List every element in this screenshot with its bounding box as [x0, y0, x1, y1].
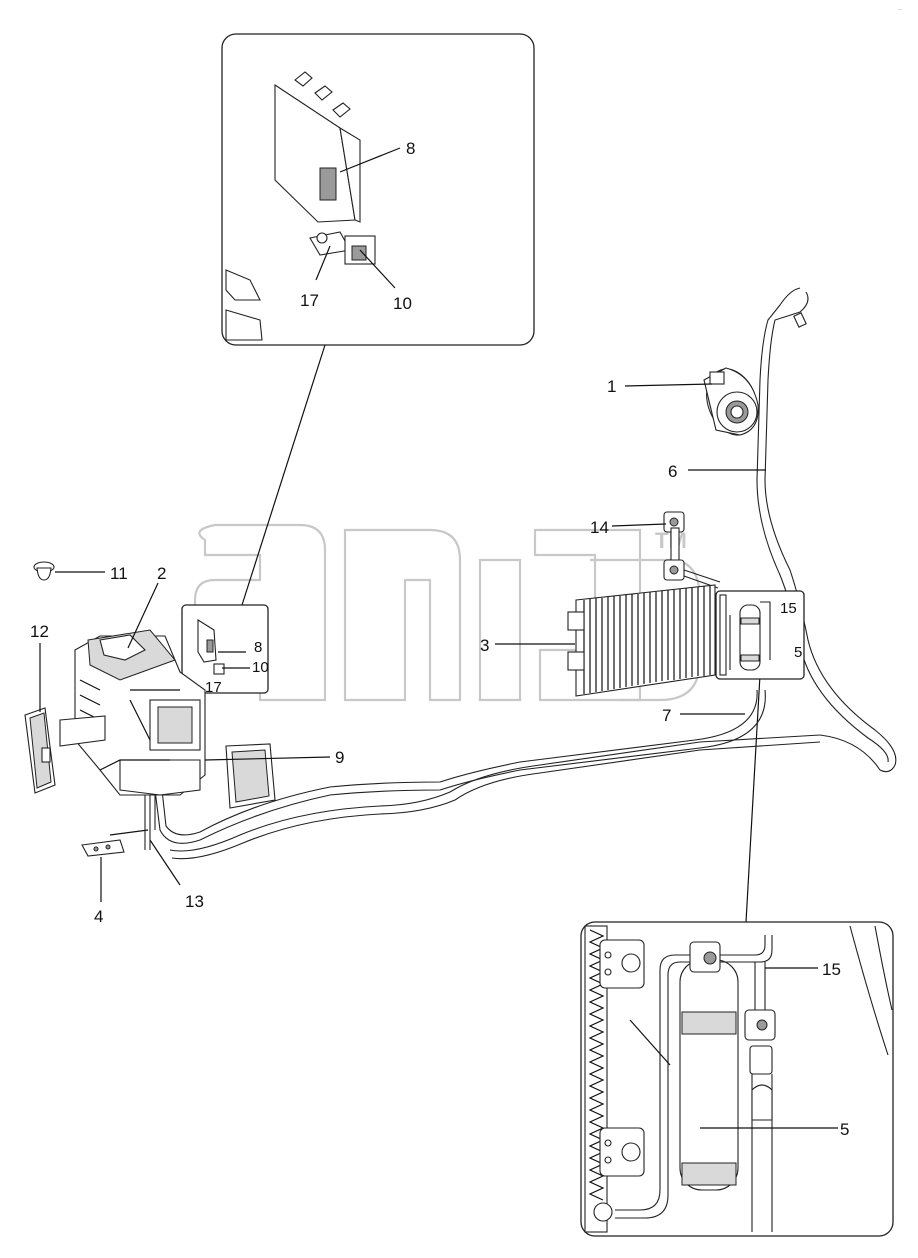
label-15: 15: [822, 960, 841, 979]
label-4: 4: [94, 907, 103, 926]
module-inset-small: 8 10 17: [181, 604, 269, 696]
label-3: 3: [480, 636, 489, 655]
mini-label-17: 17: [205, 679, 222, 696]
label-1: 1: [607, 377, 616, 396]
condenser-icon: [567, 584, 716, 697]
hose-7: [154, 689, 821, 860]
label-14: 14: [590, 518, 609, 537]
top-detail-inset: 8 17 10: [221, 33, 535, 346]
label-2: 2: [157, 564, 166, 583]
leader-top-inset: [241, 344, 326, 606]
heater-unit-icon: [59, 629, 206, 796]
mini-label-8: 8: [254, 639, 262, 656]
connector-icon: [309, 231, 376, 265]
hose-6: [756, 287, 897, 773]
bracket-icon: [663, 511, 721, 589]
control-module-icon: [274, 71, 361, 223]
mini-label-5: 5: [794, 644, 802, 661]
label-10: 10: [393, 294, 412, 313]
leader-bottom-inset: [745, 674, 761, 923]
label-11: 11: [110, 564, 128, 583]
label-9: 9: [335, 748, 344, 767]
label-13: 13: [185, 892, 204, 911]
label-6: 6: [668, 462, 677, 481]
label-8: 8: [406, 139, 415, 158]
drier-inset-small: 15 5: [715, 590, 805, 680]
label-17: 17: [300, 291, 319, 310]
mini-label-10: 10: [252, 659, 269, 676]
cap-icon: [33, 561, 55, 581]
label-5: 5: [840, 1120, 849, 1139]
label-7: 7: [662, 706, 671, 725]
mini-label-15: 15: [780, 600, 797, 617]
label-12: 12: [30, 622, 49, 641]
compressor-icon: [703, 367, 759, 436]
filter-icon: [24, 707, 56, 794]
cabin-filter-icon: [225, 743, 276, 809]
corner-mark: ..: [898, 5, 902, 12]
bottom-detail-inset: 15 5: [580, 921, 894, 1237]
clip-icon: [81, 839, 125, 857]
